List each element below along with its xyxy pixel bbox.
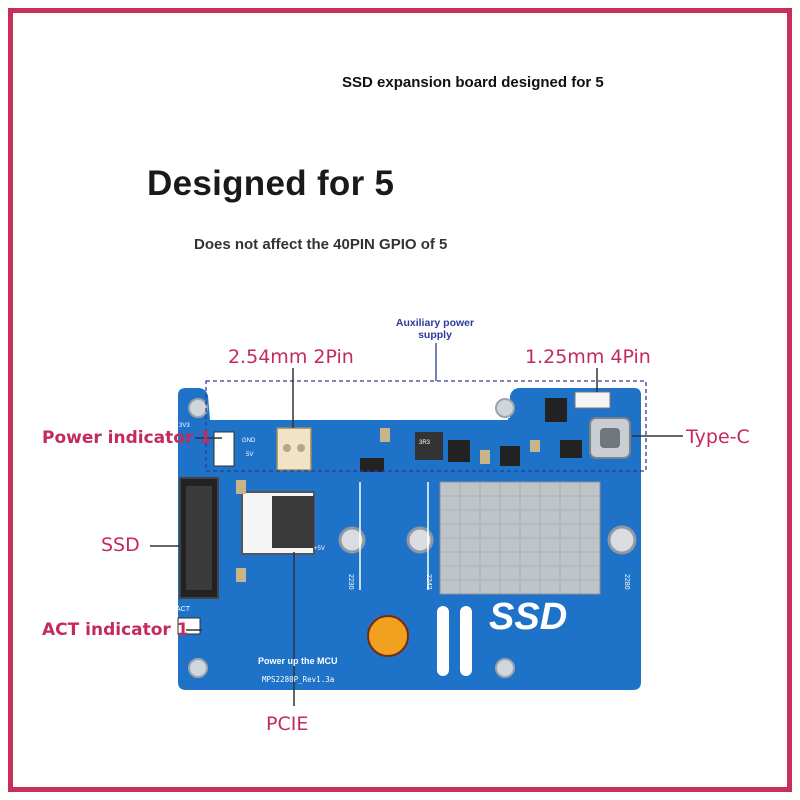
connector-4pin — [574, 391, 611, 409]
ic-chip — [500, 446, 520, 466]
mount-hole — [607, 525, 637, 555]
board-slot — [460, 606, 472, 676]
capacitor — [380, 428, 390, 442]
capacitor — [530, 440, 540, 452]
mount-hole — [188, 658, 208, 678]
pcie-label: PCIE — [266, 713, 309, 735]
ic-chip — [560, 440, 582, 458]
aux-power-box — [205, 380, 647, 472]
capacitor — [480, 450, 490, 464]
mount-hole — [188, 398, 208, 418]
power-indicator-label: Power indicator 1 — [42, 428, 212, 448]
size-2230: 2230 — [347, 574, 354, 590]
type-c-label: Type-C — [686, 426, 750, 448]
header-2pin — [276, 427, 312, 471]
power-led — [213, 431, 235, 467]
outer-frame — [8, 8, 792, 792]
pin4-label: 1.25mm 4Pin — [525, 346, 651, 368]
ssd-label: SSD — [101, 534, 140, 556]
pin2-label: 2.54mm 2Pin — [228, 346, 354, 368]
headline: Designed for 5 — [147, 164, 395, 203]
gnd-print: GND — [242, 438, 256, 444]
mount-hole — [495, 398, 515, 418]
act-print: ACT — [176, 606, 190, 613]
board-slot — [437, 606, 449, 676]
subline: Does not affect the 40PIN GPIO of 5 — [194, 236, 448, 253]
chip-print: 3R3 — [419, 440, 431, 446]
pwr-print: 3V3 — [179, 423, 190, 429]
mount-hole — [406, 526, 434, 554]
maker-logo — [367, 615, 409, 657]
v5-print: 5V — [246, 452, 254, 458]
size-2280: 2280 — [623, 574, 630, 590]
act-indicator-label: ACT indicator 1 — [42, 620, 189, 640]
capacitor — [236, 568, 246, 582]
ic-chip — [360, 458, 384, 472]
ic-chip — [545, 398, 567, 422]
inductor — [415, 432, 443, 460]
mount-hole — [495, 658, 515, 678]
mount-hole — [338, 526, 366, 554]
ic-chip — [448, 440, 470, 462]
v5b-print: +5V — [314, 546, 325, 552]
capacitor — [236, 480, 246, 494]
model-print: MPS2280P_Rev1.3a — [262, 675, 335, 684]
ssd-print: SSD — [489, 596, 568, 638]
top-caption: SSD expansion board designed for 5 — [342, 74, 604, 91]
aux-power-label: Auxiliary power supply — [395, 317, 475, 341]
gpio-cutout — [210, 388, 510, 418]
mcu-print: Power up the MCU — [258, 656, 338, 666]
size-2242: 2242 — [425, 574, 432, 590]
